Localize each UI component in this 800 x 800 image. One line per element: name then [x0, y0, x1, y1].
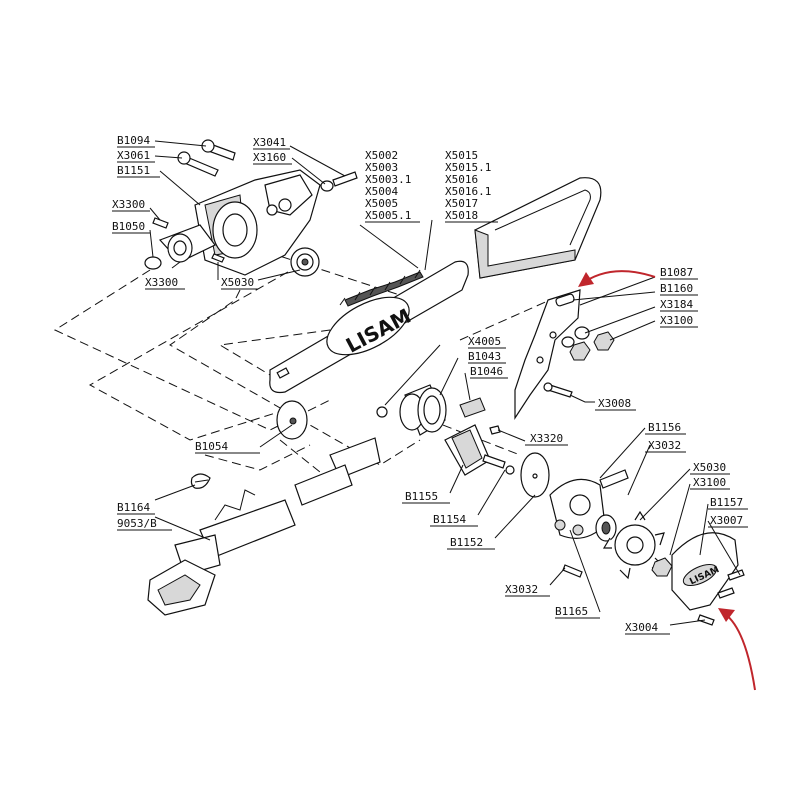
part-labels: B1094 X3061 B1151 X3300 B1050 X3300 X503…	[112, 134, 743, 634]
red-arrows	[578, 270, 756, 691]
tensioner-washers-and-nuts	[561, 326, 615, 361]
label-x3160: X3160	[253, 151, 286, 164]
label-x5030-bottom: X5030	[693, 461, 726, 474]
flat-washer-b1054	[276, 400, 308, 440]
label-x5002: X5002	[365, 149, 398, 162]
label-b1054: B1054	[195, 440, 228, 453]
label-b1046: B1046	[470, 365, 503, 378]
tensioner-plate	[514, 289, 581, 421]
label-x5030-top: X5030	[221, 276, 254, 289]
label-x5018: X5018	[445, 209, 478, 222]
label-x3100-top: X3100	[660, 314, 693, 327]
label-b1156: B1156	[648, 421, 681, 434]
housing-screws	[144, 139, 236, 270]
label-x5005: X5005	[365, 197, 398, 210]
label-b1165: B1165	[555, 605, 588, 618]
break-line	[214, 489, 256, 521]
top-bolt-and-washer	[320, 171, 358, 192]
label-b1087: B1087	[660, 266, 693, 279]
pole-and-handle	[147, 437, 381, 616]
key-b1046	[459, 397, 501, 435]
clutch-rotor	[444, 424, 550, 498]
chain	[339, 269, 424, 307]
cover-b1157: LISAM	[651, 532, 739, 611]
pulley-wheel	[290, 247, 320, 277]
label-x5016: X5016	[445, 173, 478, 186]
label-x5015-1: X5015.1	[445, 161, 491, 174]
sprocket-drum	[376, 384, 447, 436]
label-b1157: B1157	[710, 496, 743, 509]
leader-lines	[149, 140, 741, 626]
label-x3004: X3004	[625, 621, 658, 634]
label-b1152: B1152	[450, 536, 483, 549]
label-x5015: X5015	[445, 149, 478, 162]
label-x3100-bottom: X3100	[693, 476, 726, 489]
label-x3007: X3007	[710, 514, 743, 527]
gearbox-housing	[158, 169, 321, 276]
label-b1094: B1094	[117, 134, 150, 147]
label-x3320: X3320	[530, 432, 563, 445]
label-x3184: X3184	[660, 298, 693, 311]
bearing-x5030	[595, 514, 617, 542]
label-x5004: X5004	[365, 185, 398, 198]
label-x4005: X4005	[468, 335, 501, 348]
label-b1154: B1154	[433, 513, 466, 526]
label-x5017: X5017	[445, 197, 478, 210]
label-x3300-bottom: X3300	[145, 276, 178, 289]
cover-screws	[562, 564, 745, 626]
label-9053b: 9053/B	[117, 517, 157, 530]
label-underlines	[112, 146, 748, 635]
label-b1050: B1050	[112, 220, 145, 233]
bar-cover	[474, 177, 602, 279]
label-x3061: X3061	[117, 149, 150, 162]
label-b1155: B1155	[405, 490, 438, 503]
label-x5005-1: X5005.1	[365, 209, 411, 222]
label-b1043: B1043	[468, 350, 501, 363]
label-x3300-top: X3300	[112, 198, 145, 211]
label-x3041: X3041	[253, 136, 286, 149]
guide-bar: LISAM	[269, 260, 469, 394]
label-b1164: B1164	[117, 501, 150, 514]
label-x3032-top: X3032	[648, 439, 681, 452]
screw-x3008	[543, 382, 573, 398]
label-x5003: X5003	[365, 161, 398, 174]
label-x3008: X3008	[598, 397, 631, 410]
label-x3032-bottom: X3032	[505, 583, 538, 596]
label-x5003-1: X5003.1	[365, 173, 411, 186]
label-b1160: B1160	[660, 282, 693, 295]
label-x5016-1: X5016.1	[445, 185, 491, 198]
spring-clip	[190, 473, 211, 489]
label-b1151: B1151	[117, 164, 150, 177]
